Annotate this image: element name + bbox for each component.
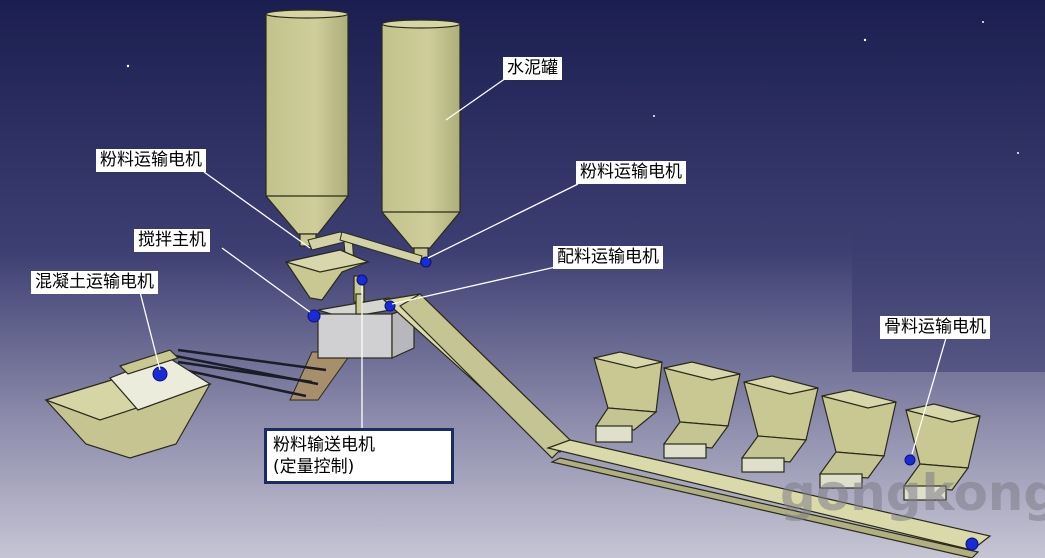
aggregate-hopper-1 — [593, 351, 663, 443]
aggregate-hoppers — [593, 351, 981, 501]
motor-powder-feed-icon — [356, 274, 368, 286]
background-panel — [852, 232, 1045, 372]
aggregate-hopper-5 — [902, 403, 981, 501]
label-powder-motor-right: 粉料运输电机 — [576, 161, 686, 184]
aggregate-hopper-2 — [662, 361, 741, 459]
stars — [126, 21, 1019, 154]
label-main-mixer: 搅拌主机 — [134, 229, 210, 252]
label-powder-feed-motor-line2: (定量控制) — [273, 457, 355, 477]
watermark-text: gongkong — [780, 464, 1045, 522]
label-batching-motor: 配料运输电机 — [553, 246, 663, 269]
concrete-hopper — [44, 349, 212, 459]
weighing-hopper — [285, 249, 370, 303]
leader-lines — [139, 77, 947, 455]
silo-right — [381, 19, 461, 261]
aggregate-hopper-3 — [740, 375, 819, 473]
motor-conveyor-end-icon — [965, 537, 979, 551]
motor-batching-icon — [384, 300, 396, 312]
motor-mixer-icon — [307, 309, 321, 323]
silo-left — [265, 9, 349, 247]
label-powder-motor-left: 粉料运输电机 — [96, 149, 206, 172]
motor-aggregate-icon — [904, 454, 916, 466]
label-powder-feed-motor-line1: 粉料输送电机 — [273, 435, 375, 455]
aggregate-hopper-4 — [818, 389, 897, 489]
batching-conveyor — [382, 293, 992, 558]
label-powder-feed-motor: 粉料输送电机 (定量控制) — [264, 428, 454, 484]
label-aggregate-motor: 骨料运输电机 — [880, 316, 990, 339]
label-cement-silo: 水泥罐 — [503, 57, 562, 80]
motor-concrete-icon — [152, 366, 168, 382]
label-concrete-motor: 混凝土运输电机 — [31, 271, 158, 294]
motor-powder-right-icon — [420, 256, 432, 268]
